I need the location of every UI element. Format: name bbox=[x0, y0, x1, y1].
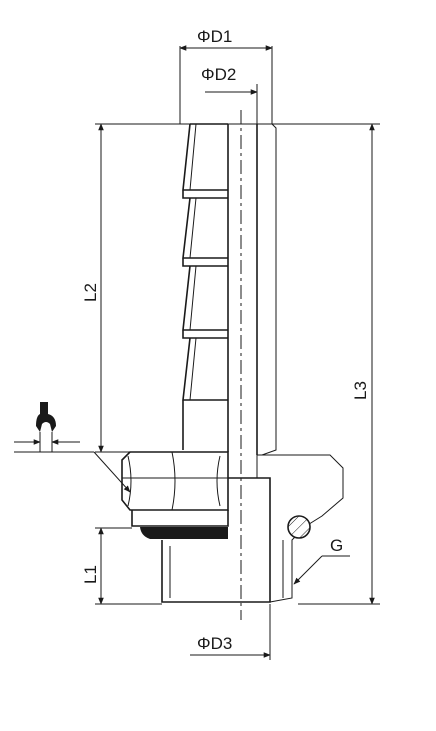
d1-label: ΦD1 bbox=[197, 27, 232, 46]
barb-body bbox=[182, 110, 258, 620]
dimension-d1: ΦD1 bbox=[179, 27, 273, 124]
l2-label: L2 bbox=[81, 283, 100, 302]
dimension-d2: ΦD2 bbox=[201, 65, 258, 124]
d3-label: ΦD3 bbox=[197, 634, 232, 653]
dimension-l2: L2 bbox=[81, 123, 190, 453]
wrench-icon bbox=[14, 402, 131, 493]
thread-stub bbox=[161, 477, 284, 603]
dimension-l3: L3 bbox=[228, 123, 380, 605]
leader-g: G bbox=[293, 536, 350, 585]
l3-label: L3 bbox=[351, 381, 370, 400]
dimension-d3: ΦD3 bbox=[190, 604, 271, 660]
o-ring bbox=[287, 515, 311, 539]
hex-nut bbox=[121, 451, 229, 539]
l1-label: L1 bbox=[81, 565, 100, 584]
d2-label: ΦD2 bbox=[201, 65, 236, 84]
dimension-l1: L1 bbox=[81, 527, 162, 605]
g-label: G bbox=[330, 536, 343, 555]
